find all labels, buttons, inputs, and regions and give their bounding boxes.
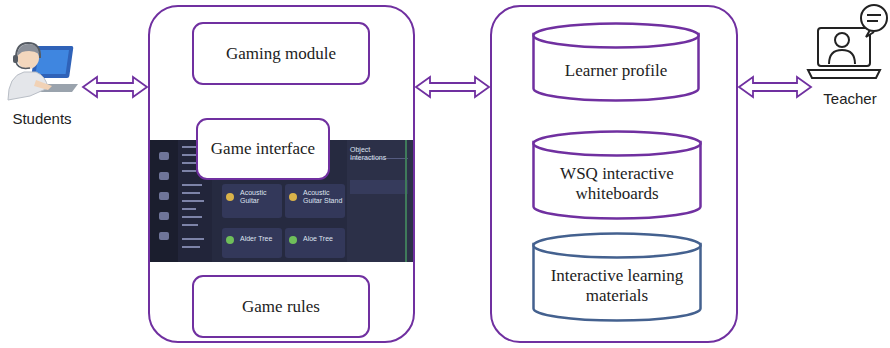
screenshot-right-column (347, 140, 413, 262)
student-arm (34, 80, 52, 90)
headset-mic (16, 62, 30, 68)
bubble-line (867, 14, 881, 16)
tile-icon (289, 193, 297, 201)
screen-text: Aloe Tree (303, 235, 343, 243)
bubble-line (867, 20, 878, 22)
node-label: Gaming module (226, 44, 336, 64)
node-label: Game rules (242, 297, 320, 317)
node-label: Game interface (211, 139, 315, 159)
field (350, 180, 408, 194)
headset-ear (13, 55, 18, 63)
screen-text: Acoustic Guitar (240, 189, 280, 205)
screen-text: Acoustic Guitar Stand (303, 189, 345, 205)
sidebar-icon (159, 152, 169, 160)
teacher-head (835, 33, 849, 47)
cylinder-top (534, 132, 701, 156)
actor-figure: Teacher (812, 2, 888, 108)
drawing-part (182, 200, 204, 202)
teacher-icon (808, 5, 887, 78)
double-arrow (739, 77, 811, 97)
database-cylinder: WSQ interactive whiteboards (532, 130, 702, 220)
sidebar-icon (159, 232, 169, 240)
screen-text: Object Interactions (350, 146, 405, 162)
node-label: WSQ interactive whiteboards (542, 164, 692, 203)
tile-icon (226, 193, 234, 201)
drawing-part (182, 238, 204, 240)
module-panel: Gaming moduleGame interfaceGame rules (148, 5, 415, 343)
sidebar-icon (159, 212, 169, 220)
item-tile (222, 228, 282, 258)
actor-label: Students (12, 110, 71, 128)
student-figure (8, 43, 78, 100)
node-label: Learner profile (565, 61, 667, 81)
teacher-laptop-base (808, 70, 880, 78)
speech-bubble (861, 5, 887, 31)
drawing-part (182, 246, 200, 248)
database-panel: Learner profileWSQ interactive whiteboar… (490, 5, 738, 343)
module-box: Game interface (196, 118, 330, 180)
cylinder-top (534, 234, 701, 258)
database-cylinder: Interactive learning materials (532, 232, 702, 322)
cylinder-top (534, 24, 699, 48)
drawing-part (182, 184, 202, 186)
database-cylinder: Learner profile (532, 22, 700, 102)
screenshot-sidebar (150, 140, 178, 262)
headset (16, 43, 40, 58)
module-box: Game rules (192, 275, 370, 338)
actor-label: Teacher (823, 90, 876, 108)
scroll-line (405, 140, 407, 262)
item-tile (285, 228, 345, 258)
drawing-part (182, 224, 198, 226)
item-tile (285, 184, 345, 218)
drawing-part (182, 208, 196, 210)
drawing-part (182, 216, 202, 218)
double-arrow (83, 77, 147, 97)
screen-text: Alder Tree (240, 235, 280, 243)
sidebar-icon (159, 192, 169, 200)
item-tile (222, 184, 282, 218)
node-label: Interactive learning materials (542, 266, 692, 305)
teacher-shoulders (829, 50, 855, 64)
tile-icon (226, 236, 234, 244)
drawing-part (182, 192, 200, 194)
module-box: Gaming module (192, 22, 370, 85)
drawing-part (182, 170, 196, 172)
double-arrow (416, 77, 489, 97)
tile-icon (289, 236, 297, 244)
actor-figure: Students (2, 40, 82, 128)
sidebar-icon (159, 172, 169, 180)
teacher-laptop-screen (818, 28, 870, 66)
